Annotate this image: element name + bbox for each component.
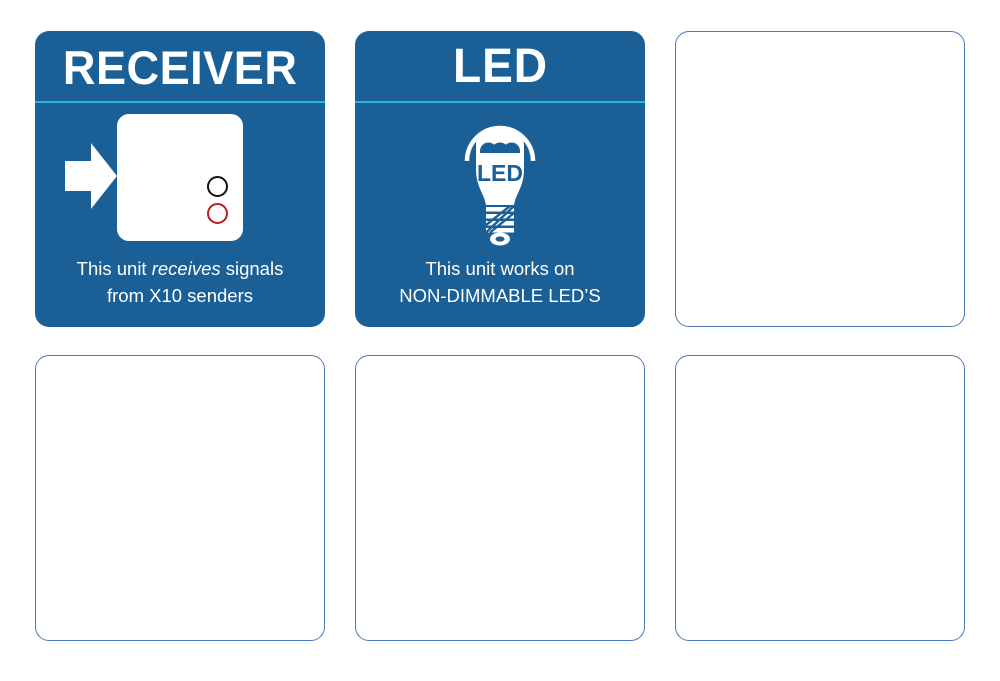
card-receiver-header: RECEIVER — [35, 31, 325, 103]
card-receiver[interactable]: RECEIVER This unit receives signals from… — [35, 31, 325, 327]
caption-text-pre: This unit — [76, 258, 152, 280]
card-led-caption: This unit works on NON-DIMMABLE LED’S — [355, 256, 645, 327]
caption-line-1: This unit works on — [425, 258, 575, 280]
caption-text-post: signals — [220, 258, 284, 280]
card-placeholder-1[interactable] — [675, 31, 965, 327]
caption-line-2: NON-DIMMABLE LED’S — [399, 284, 601, 306]
card-placeholder-3[interactable] — [355, 355, 645, 641]
card-receiver-icon-area — [35, 103, 325, 256]
caption-line-2: from X10 senders — [106, 284, 253, 306]
card-led[interactable]: LED LED — [355, 31, 645, 327]
card-led-header: LED — [355, 31, 645, 103]
card-led-icon-area: LED — [355, 103, 645, 256]
card-placeholder-4[interactable] — [675, 355, 965, 641]
card-receiver-title: RECEIVER — [62, 40, 298, 94]
bulb-label: LED — [477, 160, 523, 186]
receiver-unit-icon — [117, 114, 243, 241]
card-receiver-caption: This unit receives signals from X10 send… — [35, 256, 325, 327]
header-divider — [35, 101, 325, 103]
card-led-title: LED — [452, 40, 548, 93]
right-arrow-icon — [65, 143, 117, 209]
indicator-red-icon — [207, 203, 228, 224]
card-placeholder-2[interactable] — [35, 355, 325, 641]
caption-text-emphasis: receives — [151, 258, 221, 280]
led-bulb-icon: LED — [464, 125, 536, 246]
indicator-black-icon — [207, 176, 228, 197]
header-divider — [355, 101, 645, 103]
